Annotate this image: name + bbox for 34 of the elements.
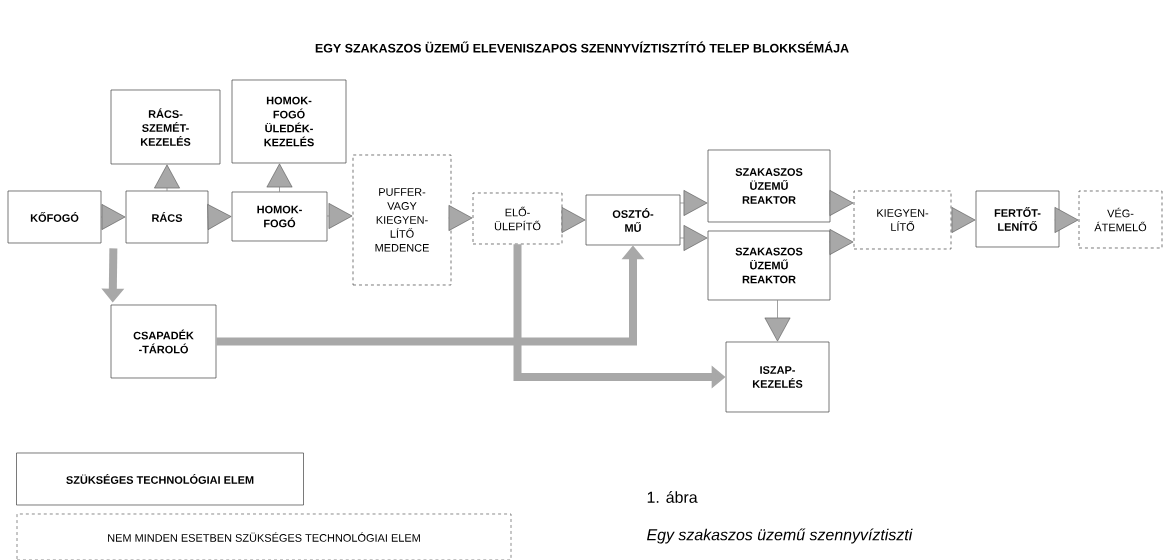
process-box: RÁCS- SZEMÉT- KEZELÉS — [110, 89, 221, 165]
arrow — [154, 164, 180, 191]
arrow — [327, 203, 353, 229]
process-box: KIEGYEN- LÍTŐ — [853, 190, 952, 250]
arrow — [1054, 207, 1079, 233]
process-box: ELŐ- ÜLEPÍTŐ — [472, 192, 563, 245]
arrow — [101, 204, 126, 230]
arrow — [680, 190, 708, 216]
process-box: ISZAP- KEZELÉS — [725, 341, 830, 413]
figure-number: 1. ábra — [647, 491, 698, 503]
arrow — [829, 229, 854, 255]
arrow — [448, 205, 473, 231]
process-box: SZAKASZOS ÜZEMŰ REAKTOR — [707, 230, 831, 301]
legend-box: SZÜKSÉGES TECHNOLÓGIAI ELEM — [16, 452, 304, 506]
arrow — [207, 204, 232, 230]
process-box: PUFFER- VAGY KIEGYEN- LÍTŐ MEDENCE — [352, 154, 452, 286]
arrow — [951, 207, 976, 233]
process-box: HOMOK- FOGÓ ÜLEDÉK- KEZELÉS — [231, 79, 347, 164]
arrow — [829, 190, 854, 216]
process-box: FERTŐT- LENÍTŐ — [975, 190, 1060, 248]
process-box: RÁCS — [125, 190, 209, 244]
caption-text: Egy szakaszos üzemű szennyvíztiszti — [647, 528, 913, 544]
process-box: SZAKASZOS ÜZEMŰ REAKTOR — [707, 149, 831, 223]
process-box: VÉG- ÁTEMELŐ — [1078, 190, 1163, 249]
title: EGY SZAKASZOS ÜZEMŰ ELEVENISZAPOS SZENNYVÍZTISZTÍTÓ TELEP BLOKKSÉMÁJA — [315, 41, 849, 53]
arrow — [764, 300, 791, 342]
process-box: CSAPADÉK -TÁROLÓ — [110, 304, 217, 379]
arrow — [561, 207, 586, 233]
arrow — [266, 163, 293, 192]
arrow — [680, 225, 708, 251]
process-box: KŐFOGÓ — [7, 190, 102, 244]
legend-box: NEM MINDEN ESETBEN SZÜKSÉGES TECHNOLÓGIAI ELEM — [16, 513, 512, 560]
process-box: OSZTÓ- MŰ — [585, 194, 681, 246]
process-box: HOMOK- FOGÓ — [231, 191, 328, 242]
